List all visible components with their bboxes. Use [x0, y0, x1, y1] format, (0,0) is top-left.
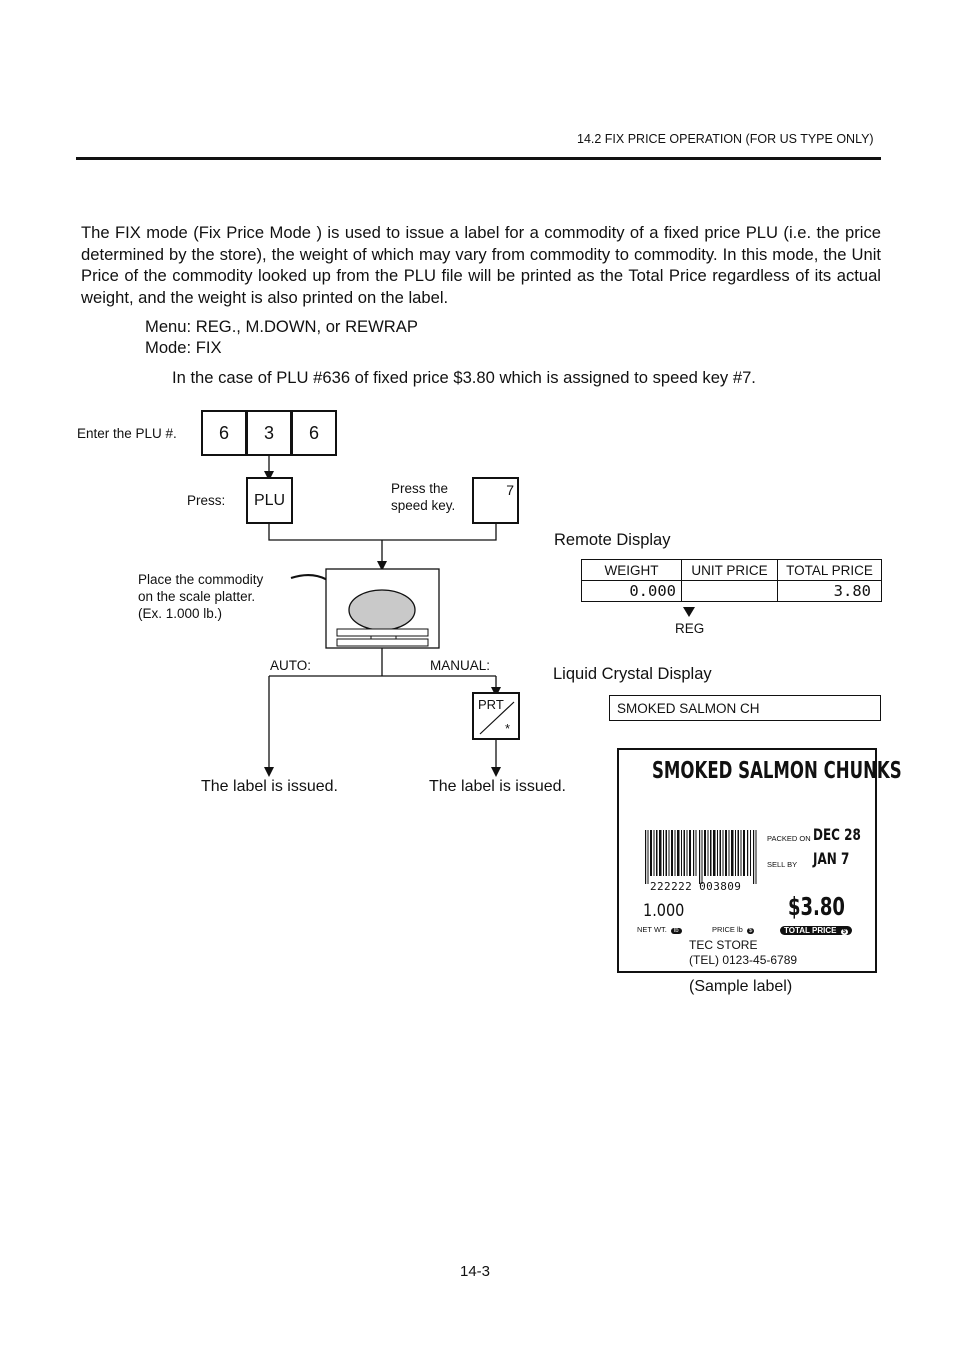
store-name: TEC STORE [689, 938, 758, 952]
scale-commodity [348, 589, 416, 631]
mode-line: Mode: FIX [145, 338, 222, 357]
case-line: In the case of PLU #636 of fixed price $… [172, 368, 756, 387]
total-price-caption: TOTAL PRICE [784, 926, 837, 935]
price-label: PRICE lb [712, 925, 743, 934]
label-issued-manual: The label is issued. [429, 778, 566, 795]
total-price-header: TOTAL PRICE [777, 559, 882, 581]
auto-label: AUTO: [270, 658, 312, 673]
section-header: 14.2 FIX PRICE OPERATION (FOR US TYPE ON… [577, 132, 874, 146]
speed-key-7[interactable]: 7 [472, 477, 519, 524]
total-price-amount: $3.80 [788, 892, 845, 921]
speed-key-instruction: Press the speed key. [391, 481, 456, 513]
barcode-digits: 222222 003809 [650, 880, 742, 893]
price-caption: PRICE lb $ [712, 925, 755, 934]
product-name: SMOKED SALMON CHUNKS [652, 758, 902, 784]
net-wt-label: NET WT. [637, 925, 667, 934]
lcd-title: Liquid Crystal Display [553, 665, 712, 683]
label-issued-auto: The label is issued. [201, 778, 338, 795]
digit-key-3[interactable]: 3 [246, 410, 292, 456]
total-price-value: 3.80 [777, 580, 882, 602]
header-rule [76, 157, 881, 160]
sample-label-caption: (Sample label) [689, 978, 793, 995]
place-commodity-instruction: Place the commodity on the scale platter… [138, 572, 264, 621]
page-number: 14-3 [460, 1263, 491, 1280]
sell-by-label: SELL BY [767, 860, 798, 869]
lcd-text: SMOKED SALMON CH [617, 701, 760, 716]
digit-key-6b[interactable]: 6 [291, 410, 337, 456]
price-unit-badge: $ [746, 928, 755, 934]
weight-header: WEIGHT [581, 559, 682, 581]
packed-on-label: PACKED ON [767, 834, 811, 843]
net-weight-value: 1.000 [643, 901, 685, 921]
intro-paragraph: The FIX mode (Fix Price Mode ) is used t… [81, 223, 881, 307]
remote-display-title: Remote Display [554, 531, 671, 549]
remote-display-table: WEIGHT UNIT PRICE TOTAL PRICE 0.000 3.80 [581, 559, 882, 602]
net-wt-caption: NET WT. lb [637, 925, 682, 934]
speed-key-number: 7 [506, 482, 514, 498]
net-wt-unit-badge: lb [670, 928, 682, 934]
lcd-screen: SMOKED SALMON CH [609, 695, 881, 721]
menu-line: Menu: REG., M.DOWN, or REWRAP [145, 317, 418, 336]
reg-indicator-label: REG [675, 621, 705, 636]
prt-key-label: PRT [478, 697, 504, 712]
prt-key-slash [479, 701, 515, 735]
prt-key-star: * [504, 721, 510, 736]
total-price-unit-badge: $ [840, 929, 849, 935]
packed-on-value: DEC 28 [813, 825, 861, 844]
total-price-badge: TOTAL PRICE $ [780, 926, 853, 935]
store-phone: (TEL) 0123-45-6789 [689, 953, 798, 967]
manual-label: MANUAL: [430, 658, 491, 673]
plu-key[interactable]: PLU [246, 477, 293, 524]
unit-price-value [681, 580, 778, 602]
reg-indicator-arrow [683, 607, 695, 617]
sell-by-value: JAN 7 [813, 849, 850, 868]
enter-plu-label: Enter the PLU #. [77, 426, 177, 441]
digit-key-6[interactable]: 6 [201, 410, 247, 456]
sample-label: SMOKED SALMON CHUNKS 222222 003809 PACKE… [617, 748, 902, 973]
weight-value: 0.000 [581, 580, 682, 602]
unit-price-header: UNIT PRICE [681, 559, 778, 581]
prt-key[interactable]: PRT * [472, 692, 520, 740]
barcode [645, 830, 757, 884]
press-label: Press: [187, 493, 226, 508]
